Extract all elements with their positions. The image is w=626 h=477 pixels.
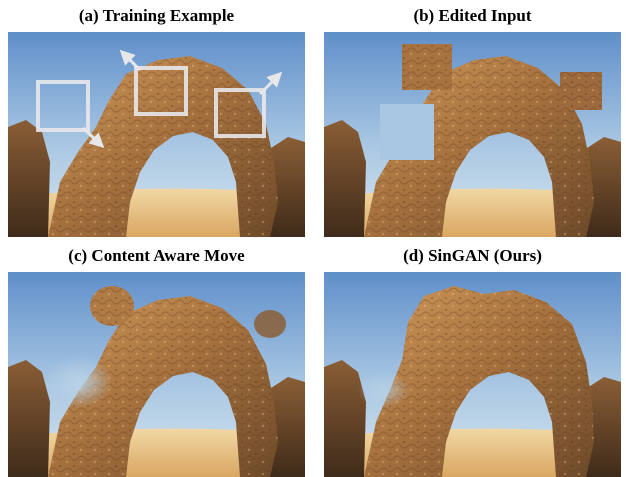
panel-training-example bbox=[8, 32, 305, 237]
caption-b: (b) Edited Input bbox=[413, 6, 532, 25]
content-aware-move-image bbox=[8, 272, 305, 477]
training-example-image bbox=[8, 32, 305, 237]
caption-a: (a) Training Example bbox=[78, 6, 235, 25]
edited-input-image bbox=[324, 32, 621, 237]
panel-content-aware-move bbox=[8, 272, 305, 477]
caption-c: (c) Content Aware Move bbox=[68, 246, 245, 265]
panel-singan bbox=[324, 272, 621, 477]
panel-edited-input bbox=[324, 32, 621, 237]
caption-d: (d) SinGAN (Ours) bbox=[403, 246, 542, 265]
singan-result-image bbox=[324, 272, 621, 477]
